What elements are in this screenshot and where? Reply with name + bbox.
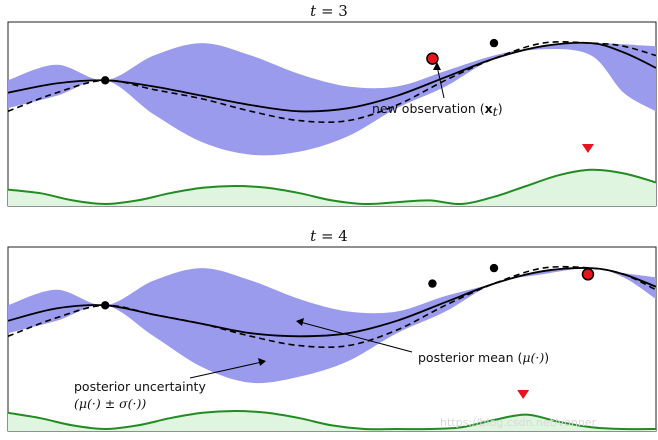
acquisition-fill xyxy=(8,411,656,431)
new-observation-point xyxy=(581,268,595,281)
posterior-mean-line xyxy=(7,267,657,338)
annotation-posterior-uncertainty-line2: (μ(·) ± σ(·)) xyxy=(74,396,146,411)
annotation-posterior-mean: posterior mean (μ(·)) xyxy=(418,350,549,365)
new-observation-point xyxy=(426,52,439,65)
panel-title-rest: = 4 xyxy=(316,227,348,245)
observation-point xyxy=(101,76,110,85)
acquisition-max-marker xyxy=(581,144,594,153)
annotation-math: μ(·) xyxy=(522,350,544,365)
plot-marks xyxy=(7,38,657,206)
panel-title-var: t xyxy=(310,227,317,245)
annotation-arrow xyxy=(436,65,445,99)
annotation-close: ) xyxy=(544,350,549,365)
annotation-arrowhead xyxy=(296,318,304,326)
acquisition-line xyxy=(7,168,657,206)
annotation-arrow xyxy=(299,321,413,353)
panel-title-var: t xyxy=(310,2,317,20)
panel-title: t = 3 xyxy=(310,2,348,20)
annotation-arrow xyxy=(189,361,263,379)
panel-title: t = 4 xyxy=(310,227,348,245)
annotation-posterior-uncertainty: posterior uncertainty xyxy=(74,379,206,394)
uncertainty-band xyxy=(8,268,656,384)
panel-t4: t = 4 posterior mean (μ(·)) posterior un… xyxy=(7,227,657,432)
uncertainty-band xyxy=(8,43,656,156)
annotation-arrowhead xyxy=(258,358,266,366)
annotation-text: posterior mean ( xyxy=(418,350,522,365)
annotation-sub: t xyxy=(493,104,499,119)
panel-t3: t = 3 new observation (xt) xyxy=(7,2,657,207)
posterior-mean-line xyxy=(7,41,657,113)
annotation-math: x xyxy=(485,101,493,116)
acquisition-max-marker xyxy=(517,390,530,399)
annotation-arrowhead xyxy=(433,62,441,70)
annotation-new-observation: new observation (xt) xyxy=(372,101,503,119)
observation-point xyxy=(489,263,499,273)
observation-point xyxy=(101,301,110,310)
annotation-text: new observation ( xyxy=(372,101,485,116)
panel-title-rest: = 3 xyxy=(316,2,348,20)
acquisition-line xyxy=(7,409,657,431)
annotation-close: ) xyxy=(498,101,503,116)
observation-point xyxy=(489,38,499,48)
observation-point xyxy=(428,279,437,288)
watermark: https://blog.csdn.net/vonner xyxy=(440,416,597,429)
plot-marks xyxy=(7,263,657,431)
